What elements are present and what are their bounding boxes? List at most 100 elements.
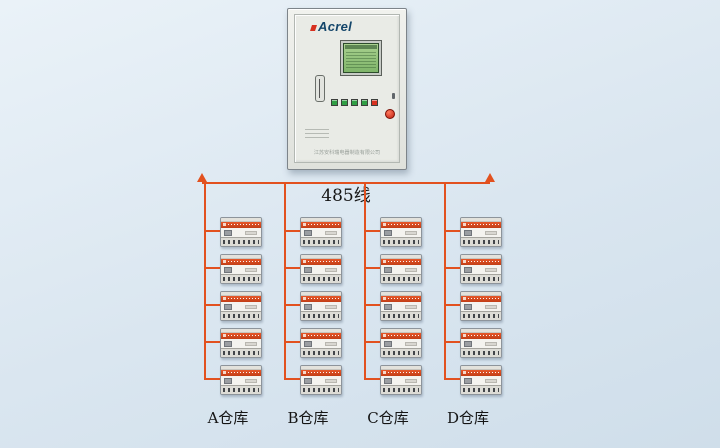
device-connector-A-5 xyxy=(205,378,221,380)
meter-device-D-4 xyxy=(460,328,502,358)
device-brand-band xyxy=(461,222,501,228)
device-brand-band xyxy=(301,222,341,228)
device-top-edge xyxy=(381,329,421,333)
device-top-edge xyxy=(301,292,341,296)
device-connector-D-5 xyxy=(445,378,461,380)
door-lock xyxy=(392,93,395,99)
device-brand-band xyxy=(461,370,501,376)
device-brand-band xyxy=(301,296,341,302)
device-front-panel xyxy=(301,376,341,385)
meter-device-C-2 xyxy=(380,254,422,284)
device-top-edge xyxy=(301,329,341,333)
bus-drop-line-D xyxy=(444,182,446,380)
device-front-panel xyxy=(301,339,341,348)
meter-device-B-5 xyxy=(300,365,342,395)
control-cabinet: Acrel 江苏安科瑞电器制造有限公司 xyxy=(287,8,407,170)
device-connector-A-4 xyxy=(205,341,221,343)
device-front-panel xyxy=(461,228,501,237)
lcd-display xyxy=(343,43,379,73)
device-terminal-row xyxy=(461,311,501,320)
device-top-edge xyxy=(221,255,261,259)
device-terminal-row xyxy=(301,348,341,357)
device-terminal-row xyxy=(461,274,501,283)
lcd-screen-bezel xyxy=(340,40,382,76)
device-brand-band xyxy=(461,259,501,265)
device-terminal-row xyxy=(301,237,341,246)
device-top-edge xyxy=(461,292,501,296)
vent-slots xyxy=(305,129,329,141)
device-top-edge xyxy=(461,366,501,370)
device-brand-band xyxy=(461,333,501,339)
meter-device-B-1 xyxy=(300,217,342,247)
device-connector-D-2 xyxy=(445,267,461,269)
device-front-panel xyxy=(301,228,341,237)
warehouse-label-D: D仓库 xyxy=(446,409,490,427)
device-terminal-row xyxy=(301,274,341,283)
panel-button-1 xyxy=(331,99,338,106)
warehouse-label-B: B仓库 xyxy=(287,409,329,427)
device-brand-band xyxy=(381,333,421,339)
device-connector-C-2 xyxy=(365,267,381,269)
device-connector-C-1 xyxy=(365,230,381,232)
meter-device-A-5 xyxy=(220,365,262,395)
device-connector-A-2 xyxy=(205,267,221,269)
red-round-button xyxy=(385,109,395,119)
device-top-edge xyxy=(381,218,421,222)
device-terminal-row xyxy=(461,385,501,394)
device-brand-band xyxy=(381,296,421,302)
rs485-bus-line xyxy=(202,182,490,184)
device-brand-band xyxy=(381,370,421,376)
panel-button-4 xyxy=(361,99,368,106)
device-top-edge xyxy=(381,366,421,370)
device-terminal-row xyxy=(221,385,261,394)
device-connector-B-3 xyxy=(285,304,301,306)
device-brand-band xyxy=(221,222,261,228)
device-brand-band xyxy=(381,222,421,228)
cabinet-door: Acrel 江苏安科瑞电器制造有限公司 xyxy=(294,14,400,163)
acrel-logo-mark xyxy=(310,25,317,31)
device-connector-C-4 xyxy=(365,341,381,343)
bus-drop-line-C xyxy=(364,182,366,380)
device-front-panel xyxy=(381,339,421,348)
device-top-edge xyxy=(221,218,261,222)
device-terminal-row xyxy=(221,274,261,283)
device-brand-band xyxy=(221,333,261,339)
device-terminal-row xyxy=(461,237,501,246)
device-connector-B-4 xyxy=(285,341,301,343)
device-front-panel xyxy=(381,265,421,274)
device-front-panel xyxy=(221,376,261,385)
acrel-logo: Acrel xyxy=(310,19,352,35)
device-top-edge xyxy=(301,218,341,222)
device-connector-B-2 xyxy=(285,267,301,269)
bus-drop-line-A xyxy=(204,182,206,380)
device-connector-C-5 xyxy=(365,378,381,380)
meter-device-A-2 xyxy=(220,254,262,284)
device-front-panel xyxy=(221,339,261,348)
meter-device-D-5 xyxy=(460,365,502,395)
meter-device-A-3 xyxy=(220,291,262,321)
device-brand-band xyxy=(301,333,341,339)
bus-label: 485线 xyxy=(321,186,371,206)
device-brand-band xyxy=(301,370,341,376)
warehouse-label-A: A仓库 xyxy=(207,409,249,427)
device-front-panel xyxy=(461,339,501,348)
device-terminal-row xyxy=(381,274,421,283)
device-front-panel xyxy=(461,302,501,311)
device-connector-A-3 xyxy=(205,304,221,306)
device-front-panel xyxy=(301,265,341,274)
panel-button-3 xyxy=(351,99,358,106)
device-connector-C-3 xyxy=(365,304,381,306)
meter-device-B-3 xyxy=(300,291,342,321)
device-brand-band xyxy=(301,259,341,265)
button-row xyxy=(331,99,378,106)
bus-arrow-right-icon xyxy=(485,173,495,182)
meter-device-B-4 xyxy=(300,328,342,358)
device-terminal-row xyxy=(381,385,421,394)
device-front-panel xyxy=(381,376,421,385)
bus-arrow-left-icon xyxy=(197,173,207,182)
level-indicator xyxy=(315,75,325,102)
panel-button-2 xyxy=(341,99,348,106)
device-brand-band xyxy=(221,370,261,376)
device-connector-D-3 xyxy=(445,304,461,306)
